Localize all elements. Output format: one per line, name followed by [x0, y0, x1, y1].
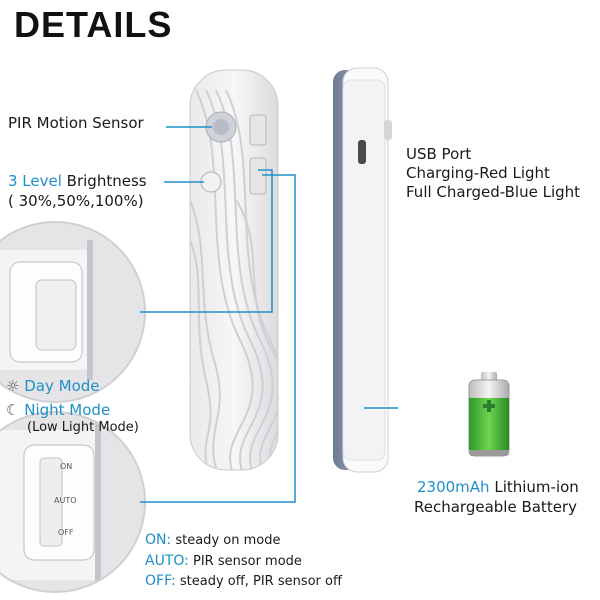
device-front-view	[189, 69, 279, 471]
legend-auto: AUTO: PIR sensor mode	[145, 553, 302, 569]
brightness-level: 3 Level	[8, 172, 62, 190]
low-light-label: (Low Light Mode)	[27, 420, 139, 435]
switch-label-off: OFF	[58, 528, 74, 537]
night-mode-label: ☾ Night Mode	[6, 401, 111, 419]
zoom-mode-switch	[0, 411, 146, 593]
brightness-label: 3 Level Brightness	[8, 172, 147, 191]
brightness-word: Brightness	[61, 172, 147, 190]
callout-lines	[140, 126, 398, 503]
switch-label-on: ON	[60, 462, 73, 471]
usb-line-3: Full Charged-Blue Light	[406, 183, 581, 201]
usb-line-2: Charging-Red Light	[406, 164, 550, 182]
legend-off: OFF: steady off, PIR sensor off	[145, 573, 342, 589]
page-title: DETAILS	[14, 4, 173, 45]
switch-label-auto: AUTO	[54, 496, 77, 505]
usb-label: USB Port Charging-Red Light Full Charged…	[406, 145, 580, 202]
battery-label-line-2: Rechargeable Battery	[414, 498, 577, 516]
day-mode-label: ☼ Day Mode	[6, 377, 100, 395]
battery-label-line-1: 2300mAh Lithium-ion	[417, 478, 579, 496]
brightness-values: ( 30%,50%,100%)	[8, 192, 144, 210]
usb-line-1: USB Port	[406, 145, 472, 163]
zoom-brightness-button	[0, 221, 146, 403]
usb-port-icon	[358, 140, 366, 164]
device-side-view	[333, 67, 392, 473]
moon-icon: ☾	[6, 401, 20, 419]
pir-label: PIR Motion Sensor	[8, 114, 144, 132]
sun-icon: ☼	[6, 377, 20, 395]
battery-icon	[468, 372, 510, 457]
legend-on: ON: steady on mode	[145, 532, 281, 548]
